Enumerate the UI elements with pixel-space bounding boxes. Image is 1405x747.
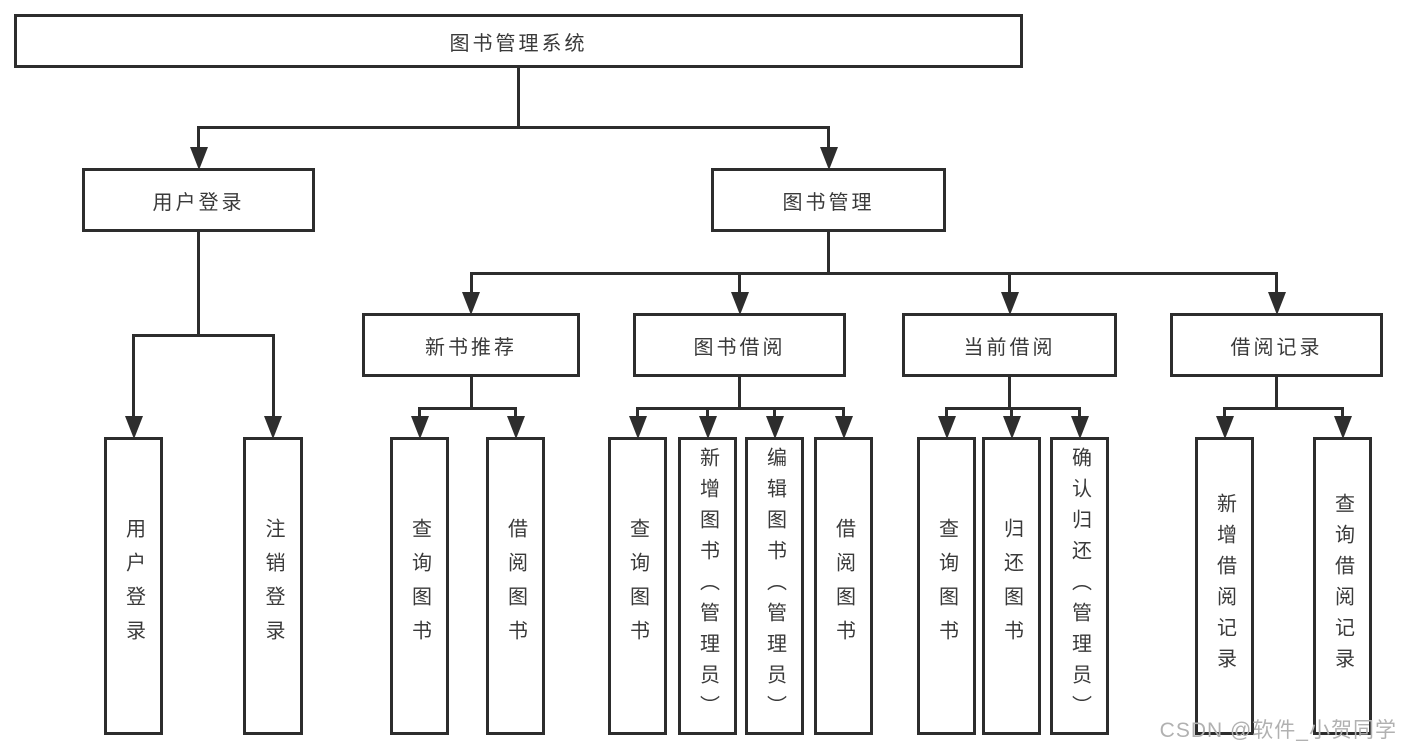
arrow-down-icon xyxy=(1002,416,1021,439)
arrow-down-icon xyxy=(1000,292,1019,315)
node-rec-query: 查询图书 xyxy=(390,437,449,735)
connector-stem xyxy=(827,232,830,273)
node-label-logout: 注销登录 xyxy=(262,518,284,654)
arrow-down-icon xyxy=(462,292,480,315)
arrow-down-icon xyxy=(698,416,717,439)
node-label-mgmt: 图书管理 xyxy=(782,191,875,214)
arrow-down-icon xyxy=(1267,292,1286,315)
arrow-down-icon xyxy=(124,416,143,439)
connector-drop xyxy=(1008,273,1011,301)
node-label-records-add: 新增借阅记录 xyxy=(1213,493,1236,679)
node-label-records: 借阅记录 xyxy=(1230,336,1323,359)
arrow-down-icon xyxy=(506,416,525,439)
connector-stem xyxy=(197,232,200,335)
connector-stem xyxy=(738,377,741,408)
node-logout: 注销登录 xyxy=(243,437,303,735)
node-rec-borrow: 借阅图书 xyxy=(486,437,545,735)
connector-drop xyxy=(132,335,135,425)
node-root: 图书管理系统 xyxy=(14,14,1023,68)
arrow-down-icon xyxy=(1333,416,1352,439)
connector-stem xyxy=(1275,377,1278,408)
connector-rail xyxy=(1223,406,1344,410)
node-rec: 新书推荐 xyxy=(362,313,580,377)
node-borrow-edit: 编辑图书（管理员） xyxy=(745,437,804,735)
arrow-down-icon xyxy=(819,147,838,170)
arrow-down-icon xyxy=(628,416,647,439)
connector-drop xyxy=(469,273,473,301)
node-label-user-login: 用户登录 xyxy=(122,518,145,654)
node-user-login: 用户登录 xyxy=(104,437,163,735)
connector-rail xyxy=(469,271,1278,275)
node-label-current-confirm: 确认归还（管理员） xyxy=(1068,446,1091,726)
node-label-borrow-edit: 编辑图书（管理员） xyxy=(763,446,786,726)
node-label-rec-borrow: 借阅图书 xyxy=(504,518,527,654)
connector-drop xyxy=(1275,273,1278,301)
arrow-down-icon xyxy=(264,416,282,439)
node-borrow-query: 查询图书 xyxy=(608,437,667,735)
node-current: 当前借阅 xyxy=(902,313,1117,377)
arrow-down-icon xyxy=(937,416,956,439)
arrow-down-icon xyxy=(1070,416,1089,439)
node-borrow-borrow: 借阅图书 xyxy=(814,437,873,735)
node-records-query: 查询借阅记录 xyxy=(1313,437,1372,735)
node-label-rec-query: 查询图书 xyxy=(408,518,431,654)
connector-rail xyxy=(197,125,830,129)
node-label-current-return: 归还图书 xyxy=(1000,518,1023,654)
node-label-borrow-add: 新增图书（管理员） xyxy=(696,446,719,726)
node-label-rec: 新书推荐 xyxy=(425,336,517,359)
node-records: 借阅记录 xyxy=(1170,313,1383,377)
arrow-down-icon xyxy=(765,416,784,439)
connector-stem xyxy=(469,377,473,408)
arrow-down-icon xyxy=(1215,416,1234,439)
node-label-borrow-borrow: 借阅图书 xyxy=(832,518,855,654)
watermark: CSDN @软件_小贺同学 xyxy=(1159,719,1397,742)
node-borrow: 图书借阅 xyxy=(633,313,846,377)
node-mgmt: 图书管理 xyxy=(711,168,946,232)
connector-stem xyxy=(517,68,520,127)
node-login: 用户登录 xyxy=(82,168,315,232)
node-current-return: 归还图书 xyxy=(982,437,1041,735)
connector-rail xyxy=(636,406,845,410)
node-label-current: 当前借阅 xyxy=(963,336,1056,359)
connector-rail xyxy=(945,406,1081,410)
node-label-records-query: 查询借阅记录 xyxy=(1331,493,1354,679)
connector-drop xyxy=(197,127,200,156)
node-label-borrow: 图书借阅 xyxy=(693,336,786,359)
arrow-down-icon xyxy=(189,147,208,170)
node-current-query: 查询图书 xyxy=(917,437,976,735)
connector-drop xyxy=(827,127,830,156)
connector-drop xyxy=(738,273,741,301)
node-borrow-add: 新增图书（管理员） xyxy=(678,437,737,735)
arrow-down-icon xyxy=(834,416,853,439)
connector-rail xyxy=(132,333,275,337)
node-label-login: 用户登录 xyxy=(152,191,245,214)
connector-stem xyxy=(1008,377,1011,408)
arrow-down-icon xyxy=(730,292,749,315)
node-label-current-query: 查询图书 xyxy=(935,518,958,654)
arrow-down-icon xyxy=(410,416,429,439)
node-label-borrow-query: 查询图书 xyxy=(626,518,649,654)
connector-drop xyxy=(271,335,275,425)
connector-rail xyxy=(418,406,517,410)
node-records-add: 新增借阅记录 xyxy=(1195,437,1254,735)
node-label-root: 图书管理系统 xyxy=(449,32,588,55)
node-current-confirm: 确认归还（管理员） xyxy=(1050,437,1109,735)
